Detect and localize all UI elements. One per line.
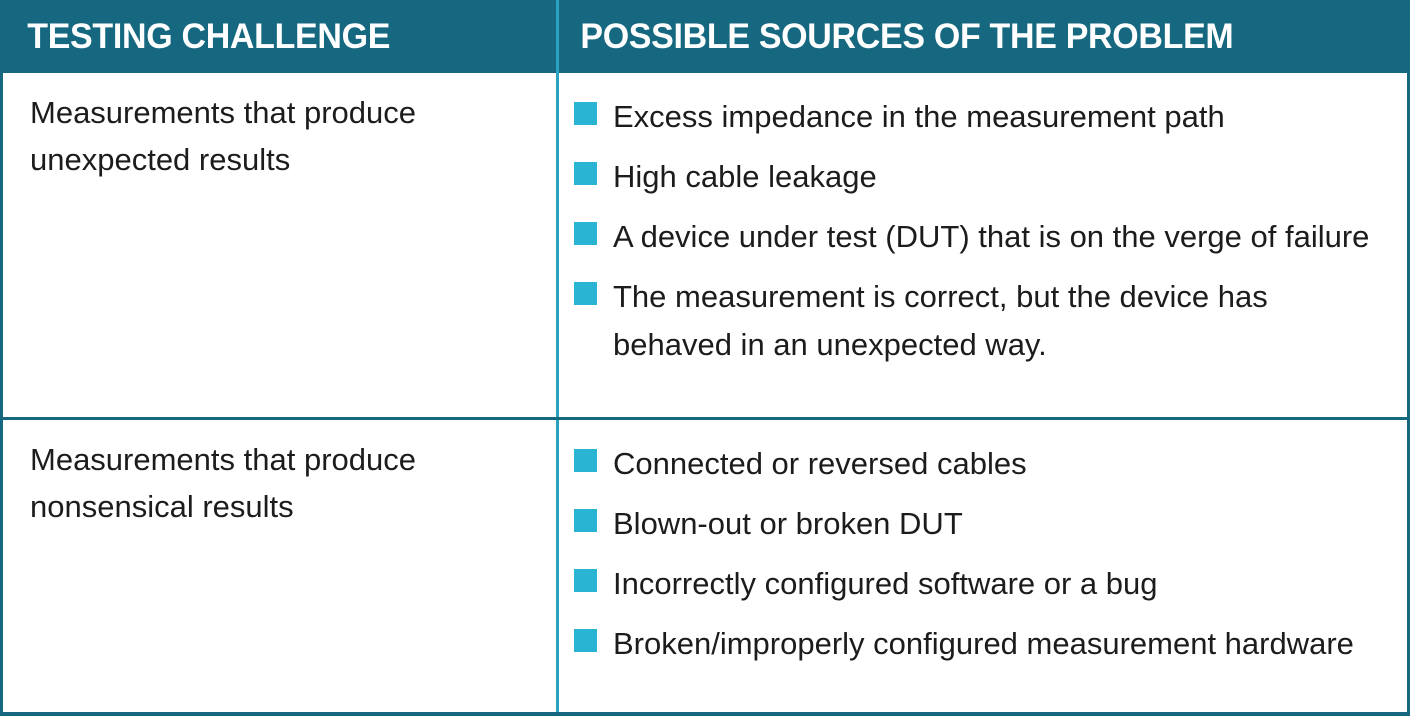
sources-cell: Connected or reversed cables Blown-out o…: [559, 420, 1407, 712]
list-item-text: Excess impedance in the measurement path: [613, 99, 1225, 134]
list-item-text: High cable leakage: [613, 159, 877, 195]
list-item: Excess impedance in the measurement path: [574, 93, 1387, 141]
bullet-square-icon: [574, 509, 597, 533]
header-cell-possible-sources: POSSIBLE SOURCES OF THE PROBLEM: [580, 16, 1234, 56]
list-item: High cable leakage: [574, 153, 1387, 201]
bullet-square-icon: [574, 102, 597, 125]
list-item: Incorrectly configured software or a bug: [574, 560, 1387, 608]
table-row: Measurements that produce unexpected res…: [3, 73, 1407, 417]
bullet-list: Excess impedance in the measurement path…: [574, 93, 1387, 369]
list-item: Broken/improperly configured measurement…: [574, 620, 1387, 668]
column-divider: [556, 420, 559, 712]
list-item: Blown-out or broken DUT: [574, 500, 1387, 548]
list-item-text: The measurement is correct, but the devi…: [613, 279, 1268, 363]
bullet-square-icon: [574, 222, 597, 246]
challenge-cell: Measurements that produce nonsensical re…: [30, 442, 416, 525]
column-divider: [556, 0, 559, 73]
sources-cell: Excess impedance in the measurement path…: [559, 73, 1407, 417]
table-row: Measurements that produce nonsensical re…: [3, 417, 1407, 712]
list-item-text: Incorrectly configured software or a bug: [613, 566, 1158, 602]
bullet-square-icon: [574, 282, 597, 306]
header-cell-testing-challenge: TESTING CHALLENGE: [27, 16, 391, 56]
bullet-list: Connected or reversed cables Blown-out o…: [574, 440, 1387, 668]
list-item-text: Blown-out or broken DUT: [613, 506, 963, 542]
bullet-square-icon: [574, 162, 597, 186]
bullet-square-icon: [574, 449, 597, 472]
table-header-row: TESTING CHALLENGE POSSIBLE SOURCES OF TH…: [3, 0, 1407, 73]
list-item-text: Broken/improperly configured measurement…: [613, 626, 1354, 662]
bullet-square-icon: [574, 569, 597, 593]
list-item: A device under test (DUT) that is on the…: [574, 213, 1387, 261]
list-item: The measurement is correct, but the devi…: [574, 273, 1387, 369]
list-item-text: A device under test (DUT) that is on the…: [613, 219, 1370, 255]
list-item: Connected or reversed cables: [574, 440, 1387, 488]
column-divider: [556, 73, 559, 417]
bullet-square-icon: [574, 629, 597, 653]
challenge-cell: Measurements that produce unexpected res…: [30, 95, 416, 178]
list-item-text: Connected or reversed cables: [613, 446, 1027, 481]
